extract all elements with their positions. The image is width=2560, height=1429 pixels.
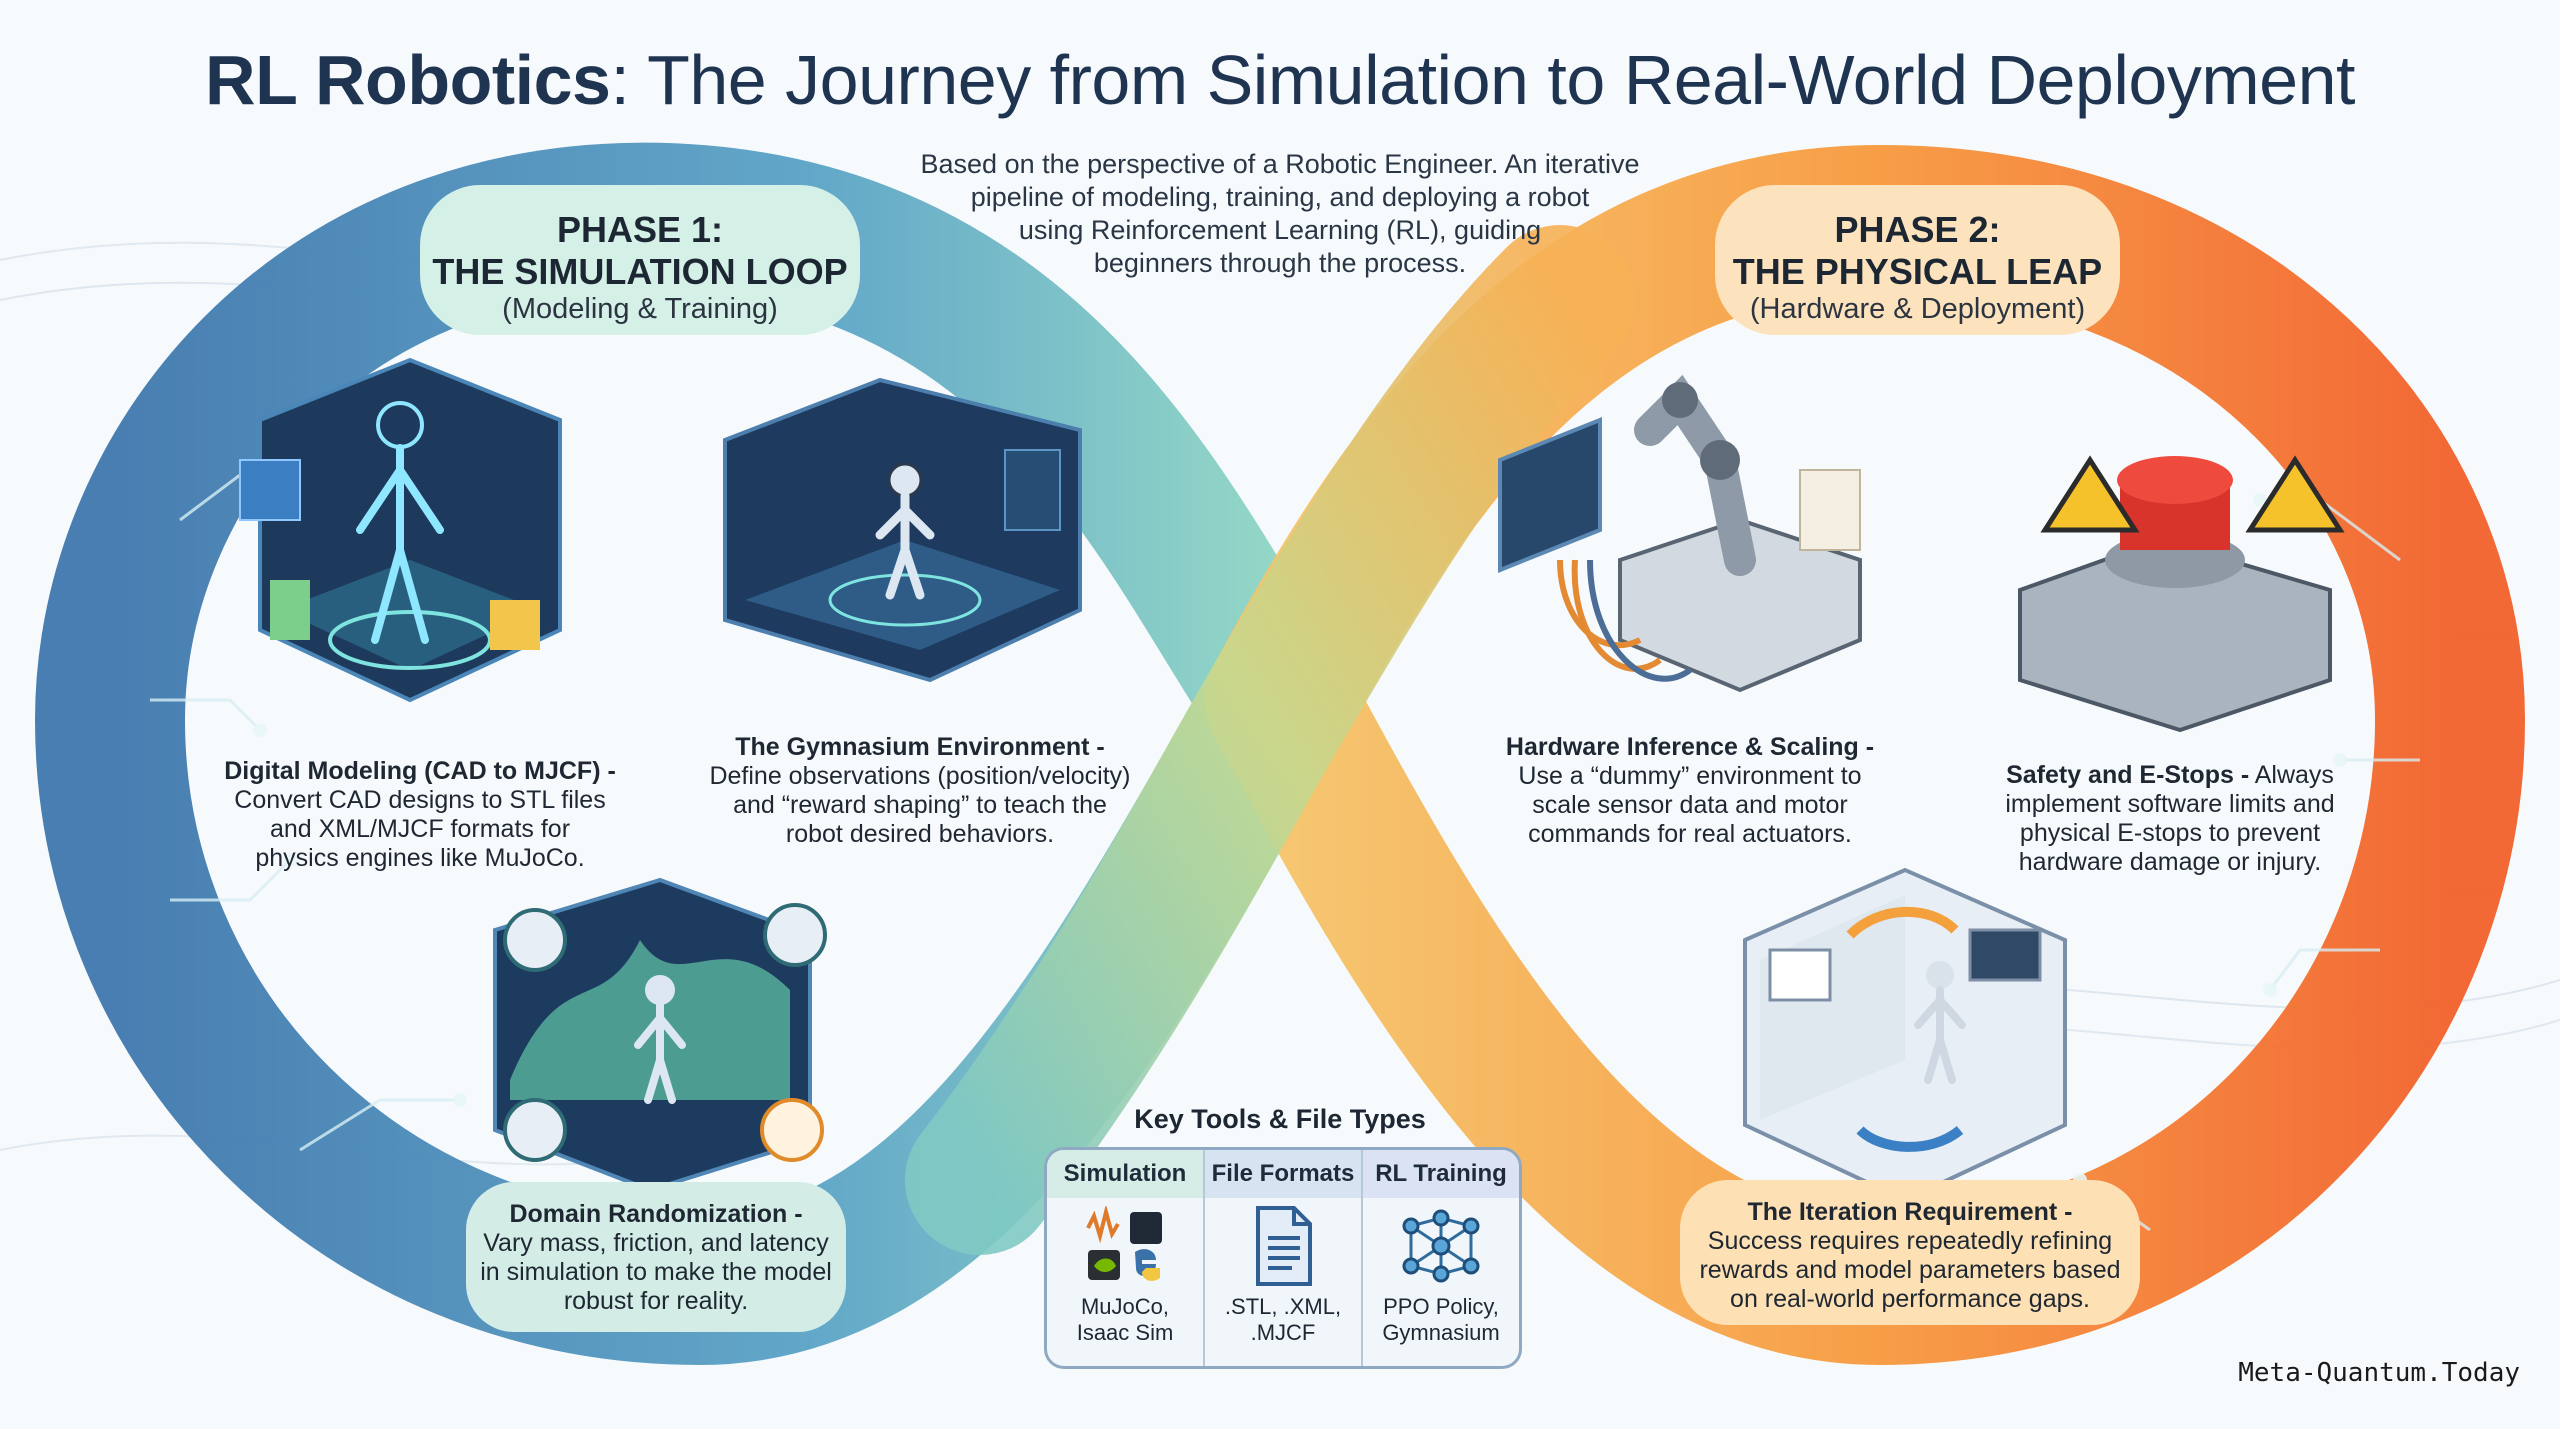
page-title: RL Robotics: The Journey from Simulation… [205,41,2355,119]
tools-header: RL Training [1363,1150,1519,1198]
tools-value: PPO Policy, [1383,1294,1499,1319]
tools-value: .STL, .XML, [1224,1294,1342,1319]
simulation-logos-icon [1080,1198,1170,1294]
digital-model-illustration [239,357,562,703]
hardware-arm-illustration [1498,374,1862,693]
neural-network-icon [1399,1198,1483,1294]
step-gymnasium: The Gymnasium Environment - Define obser… [709,733,1131,848]
iteration-lab-illustration [1743,867,2067,1203]
step-domain-randomization: Domain Randomization - Vary mass, fricti… [466,1182,846,1332]
estop-illustration [2018,455,2345,733]
phase-1-label: PHASE 1: THE SIMULATION LOOP (Modeling &… [420,185,860,335]
step-digital-modeling: Digital Modeling (CAD to MJCF) - Convert… [224,757,616,872]
tools-header: Simulation [1047,1150,1203,1198]
step-hardware-inference: Hardware Inference & Scaling - Use a “du… [1505,733,1875,848]
tools-value: Isaac Sim [1076,1320,1174,1345]
tools-column-simulation: Simulation MuJoCo, Isaac Sim [1047,1150,1205,1366]
tools-table: Simulation MuJoCo, Isaac Sim File Format… [1044,1147,1522,1369]
watermark: Meta-Quantum.Today [2238,1358,2520,1388]
tools-header: File Formats [1205,1150,1361,1198]
tools-value: MuJoCo, [1080,1294,1170,1319]
tools-title: Key Tools & File Types [1134,1104,1426,1134]
subtitle: Based on the perspective of a Robotic En… [920,149,1640,278]
step-safety-estops: Safety and E-Stops - Always implement so… [2005,761,2335,876]
crossing-band [905,225,1635,1255]
document-icon [1248,1198,1318,1294]
domain-randomization-illustration [493,877,827,1193]
gymnasium-illustration [723,377,1082,683]
step-iteration: The Iteration Requirement - Success requ… [1680,1180,2140,1325]
tools-value: .MJCF [1250,1320,1316,1345]
tools-value: Gymnasium [1382,1320,1500,1345]
tools-column-file-formats: File Formats .STL, .XML, .MJCF [1205,1150,1363,1366]
phase-2-label: PHASE 2: THE PHYSICAL LEAP (Hardware & D… [1715,185,2120,335]
tools-column-rl-training: RL Training PPO Policy, Gymnasium [1363,1150,1519,1366]
